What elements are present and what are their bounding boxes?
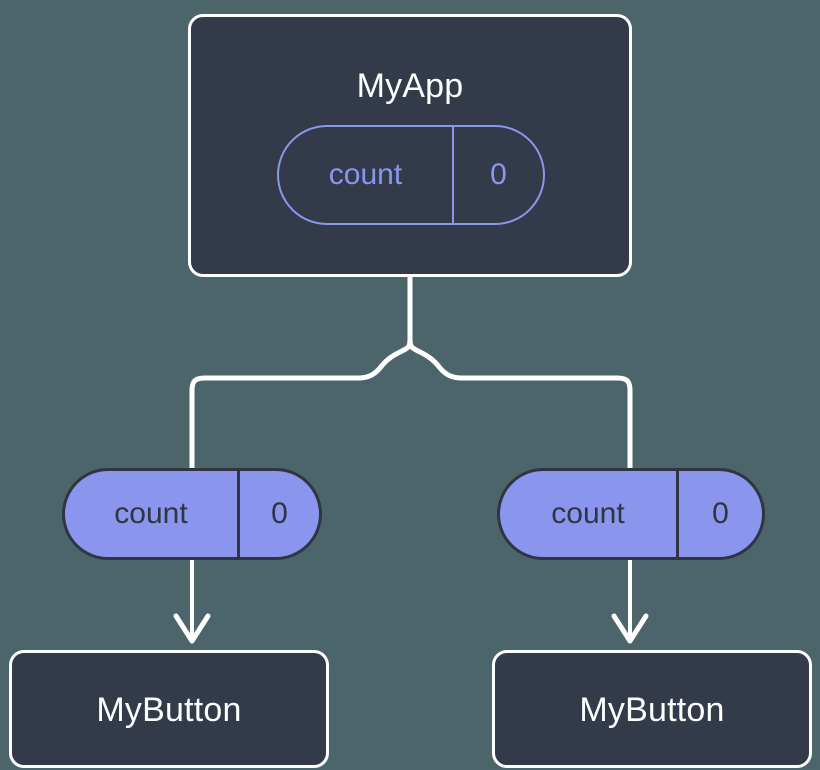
node-myapp[interactable]: MyApp <box>188 14 632 277</box>
prop-pill-left-key: count <box>114 497 188 530</box>
edge-root-to-right-child <box>407 274 633 471</box>
node-mybutton-right-label: MyButton <box>579 691 725 729</box>
node-mybutton-left[interactable]: MyButton <box>9 650 329 768</box>
node-mybutton-left-label: MyButton <box>96 691 242 729</box>
prop-pill-left[interactable]: count 0 <box>62 468 322 560</box>
prop-pill-left-value: 0 <box>237 471 319 557</box>
arrow-head-right-icon <box>611 613 649 644</box>
node-mybutton-right[interactable]: MyButton <box>492 650 812 768</box>
edge-root-to-left-child <box>189 274 413 471</box>
arrow-head-left-icon <box>173 613 211 644</box>
node-myapp-label: MyApp <box>356 67 464 105</box>
state-pill-myapp-key: count <box>328 158 403 191</box>
prop-pill-right-value: 0 <box>676 471 762 557</box>
prop-pill-right[interactable]: count 0 <box>497 468 765 560</box>
state-pill-myapp[interactable]: count 0 <box>277 125 545 225</box>
prop-pill-right-key: count <box>551 497 625 530</box>
state-pill-myapp-value: 0 <box>452 127 543 223</box>
